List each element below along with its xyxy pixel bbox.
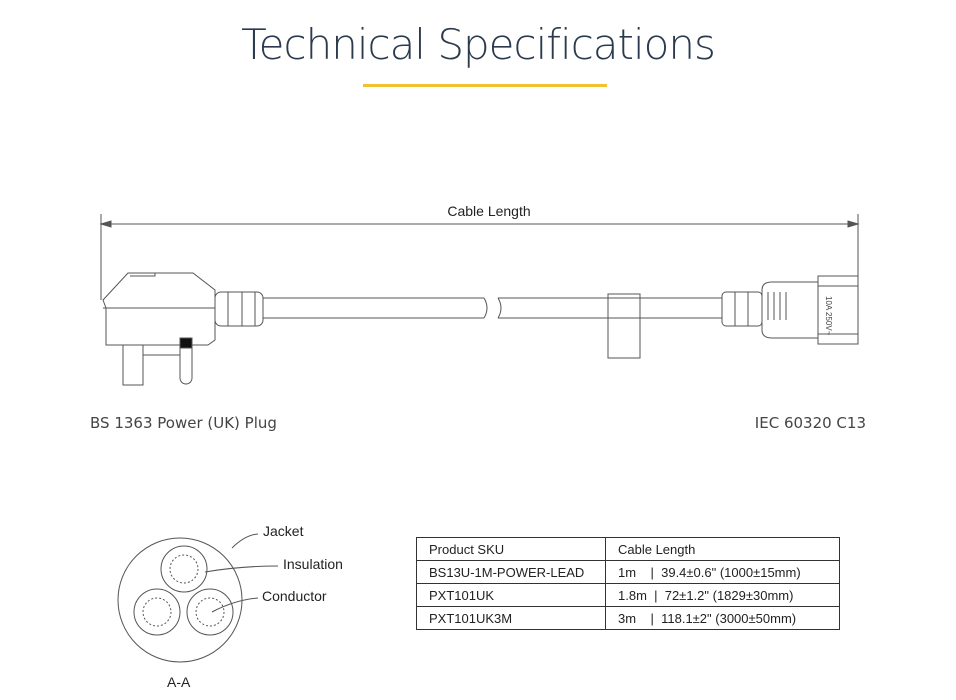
page-title: Technical Specifications (241, 20, 716, 69)
label-conductor: Conductor (262, 588, 327, 604)
dimension-label: Cable Length (447, 203, 530, 219)
uk-plug-drawing (102, 272, 264, 386)
header-length: Cable Length (605, 537, 840, 561)
connector-marking: 10A 250V~ (824, 296, 833, 336)
sku-cell: BS13U-1M-POWER-LEAD (416, 560, 606, 584)
c13-connector-drawing (721, 275, 859, 345)
cable-break (483, 297, 502, 319)
cross-section-drawing (117, 533, 279, 663)
leader-insulation (204, 565, 279, 573)
sku-cell: PXT101UK (416, 583, 606, 607)
left-connector-label: BS 1363 Power (UK) Plug (90, 414, 277, 432)
leader-conductor (211, 597, 259, 613)
cable-clip (607, 293, 641, 359)
length-cell: 1m | 39.4±0.6" (1000±15mm) (605, 560, 840, 584)
sku-table: Product SKU Cable Length BS13U-1M-POWER-… (416, 537, 840, 630)
right-connector-label: IEC 60320 C13 (754, 414, 866, 432)
label-jacket: Jacket (263, 523, 304, 539)
length-cell: 3m | 118.1±2" (3000±50mm) (605, 606, 840, 630)
header-sku: Product SKU (416, 537, 606, 561)
label-insulation: Insulation (283, 556, 343, 572)
sku-cell: PXT101UK3M (416, 606, 606, 630)
leader-jacket (231, 533, 259, 549)
title-underline (363, 84, 607, 87)
section-label: A-A (167, 674, 191, 690)
dimension-arrows (99, 220, 860, 228)
table-header-row: Product SKU Cable Length (416, 537, 840, 561)
length-cell: 1.8m | 72±1.2" (1829±30mm) (605, 583, 840, 607)
cable (263, 297, 722, 319)
